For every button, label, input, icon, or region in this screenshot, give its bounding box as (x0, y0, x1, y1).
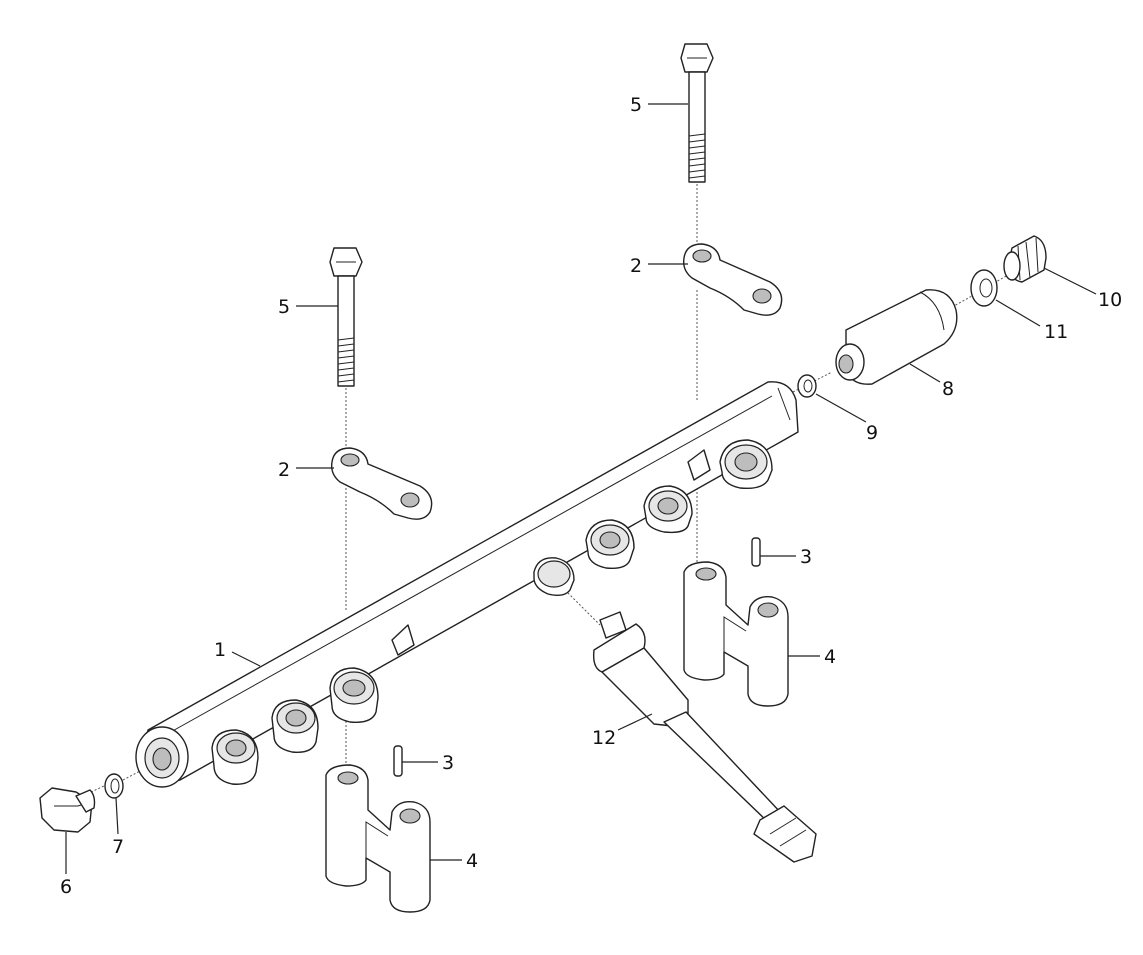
union-fitting (1003, 235, 1047, 283)
mounting-bracket-right (683, 561, 789, 707)
pressure-relief-valve (835, 289, 958, 385)
callout-11: 11 (1044, 321, 1068, 343)
callout-3-left: 3 (442, 752, 454, 774)
washer-left (104, 773, 124, 799)
callout-1: 1 (214, 639, 226, 661)
port-7 (719, 439, 773, 490)
rail-injector-ports (211, 439, 773, 785)
port-1 (211, 729, 259, 785)
port-3 (329, 667, 379, 723)
bolt-left (329, 247, 363, 387)
fuel-rail (135, 381, 799, 788)
clamp-left (330, 447, 433, 520)
callout-3-right: 3 (800, 546, 812, 568)
seal-ring (797, 374, 817, 398)
pressure-sensor (592, 611, 817, 863)
dowel-pin-left (393, 745, 403, 777)
callout-7: 7 (112, 836, 124, 858)
callout-5-left: 5 (278, 296, 290, 318)
callout-6: 6 (60, 876, 72, 898)
callout-10: 10 (1098, 289, 1122, 311)
port-5 (585, 519, 635, 570)
callout-2-right: 2 (630, 255, 642, 277)
dowel-pin-right (751, 537, 761, 567)
callout-labels: 5 5 2 2 1 3 3 4 4 6 7 8 9 10 11 12 (60, 94, 1122, 898)
mounting-bracket-left (325, 764, 431, 913)
port-4 (533, 557, 575, 597)
callout-8: 8 (942, 378, 954, 400)
port-2 (271, 699, 319, 753)
callout-12: 12 (592, 727, 616, 749)
bolt-right (680, 43, 714, 183)
port-6 (643, 485, 693, 534)
callout-9: 9 (866, 422, 878, 444)
callout-4-left: 4 (466, 850, 478, 872)
clamp-right (682, 243, 783, 316)
callout-2-left: 2 (278, 459, 290, 481)
callout-4-right: 4 (824, 646, 836, 668)
washer-right (970, 269, 998, 307)
plug (39, 787, 96, 833)
leader-lines (65, 103, 1097, 874)
callout-5-right: 5 (630, 94, 642, 116)
